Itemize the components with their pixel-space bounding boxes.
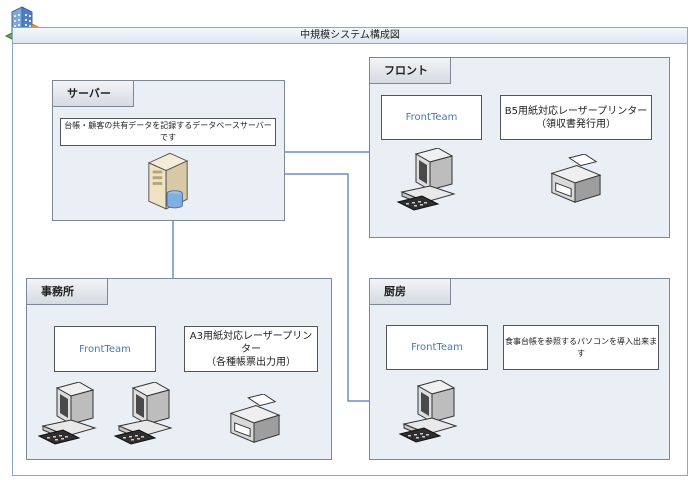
office-group: 事務所 FrontTeam A3用紙対応レーザープリンター （各種帳票出力用） bbox=[26, 278, 332, 460]
database-server-icon bbox=[147, 152, 189, 210]
desktop-pc-icon bbox=[37, 382, 97, 445]
kitchen-app-box: FrontTeam bbox=[386, 325, 488, 370]
front-printer-box: B5用紙対応レーザープリンター （領収書発行用） bbox=[500, 95, 652, 140]
kitchen-group: 厨房 FrontTeam 食事台帳を参照するパソコンを導入出来ます bbox=[369, 278, 670, 460]
connector-server-kitchen bbox=[285, 173, 369, 402]
kitchen-description: 食事台帳を参照するパソコンを導入出来ます bbox=[503, 325, 659, 370]
laser-printer-icon bbox=[550, 154, 602, 203]
kitchen-group-label: 厨房 bbox=[369, 278, 451, 305]
desktop-pc-icon bbox=[398, 380, 458, 443]
server-group-label: サーバー bbox=[52, 80, 134, 107]
server-description: 台帳・顧客の共有データを記録するデータベースサーバーです bbox=[60, 118, 276, 146]
front-group-label: フロント bbox=[369, 57, 451, 84]
front-group: フロント FrontTeam B5用紙対応レーザープリンター （領収書発行用） bbox=[369, 57, 670, 238]
office-group-label: 事務所 bbox=[26, 278, 108, 305]
desktop-pc-icon bbox=[396, 148, 456, 211]
front-app-box: FrontTeam bbox=[381, 95, 482, 140]
desktop-pc-icon bbox=[113, 382, 173, 445]
server-group: サーバー 台帳・顧客の共有データを記録するデータベースサーバーです bbox=[52, 80, 285, 221]
laser-printer-icon bbox=[229, 394, 281, 443]
office-printer-box: A3用紙対応レーザープリンター （各種帳票出力用） bbox=[184, 326, 318, 372]
office-app-box: FrontTeam bbox=[54, 326, 156, 372]
diagram-title: 中規模システム構成図 bbox=[12, 27, 688, 44]
